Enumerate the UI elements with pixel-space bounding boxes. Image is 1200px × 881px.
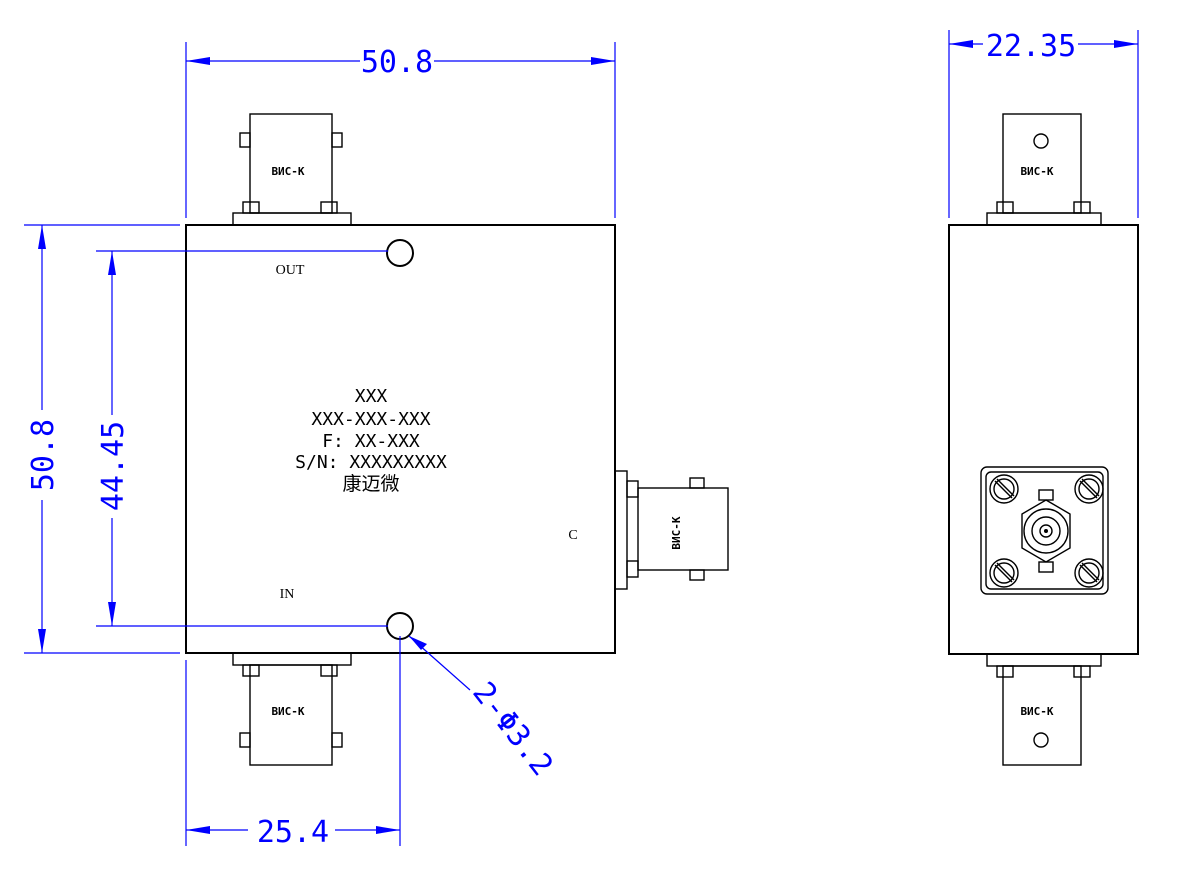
dimension-hole-spacing-text: 44.45 — [96, 421, 131, 511]
connector-right: ВИС-К — [614, 470, 729, 590]
dimension-hole-spacing: 44.45 — [96, 250, 388, 627]
port-label-c: C — [568, 528, 577, 543]
side-connector-top: ВИС-К — [986, 113, 1102, 226]
hole-callout-text: 2-Φ3.2 — [465, 676, 559, 783]
side-view: ВИС-К ВИС-К — [948, 113, 1139, 766]
flange-screw-top-left — [989, 474, 1019, 504]
dimension-bottom-offset-text: 25.4 — [257, 815, 329, 850]
port-label-in: IN — [280, 587, 295, 602]
marking-line-5: 康迈微 — [342, 473, 399, 495]
marking-line-3: F: XX-XXX — [322, 431, 420, 452]
mounting-hole-top — [386, 239, 414, 267]
connector-top-label: ВИС-К — [271, 165, 304, 178]
side-connector-top-label: ВИС-К — [1020, 165, 1053, 178]
dimension-top-width: 50.8 — [185, 42, 616, 218]
dimension-left-height-text: 50.8 — [26, 419, 61, 491]
dimension-side-width: 22.35 — [948, 29, 1139, 218]
dimension-side-width-text: 22.35 — [986, 29, 1076, 64]
sma-flange-connector — [980, 466, 1109, 595]
marking-line-1: XXX — [355, 386, 388, 407]
product-marking: XXX XXX-XXX-XXX F: XX-XXX S/N: XXXXXXXXX… — [295, 386, 447, 495]
mounting-hole-bottom — [386, 612, 414, 640]
hole-callout: 2-Φ3.2 — [408, 635, 560, 783]
flange-screw-top-right — [1074, 474, 1104, 504]
connector-bottom: ВИС-К — [232, 652, 352, 766]
flange-screw-bottom-right — [1074, 558, 1104, 588]
marking-line-4: S/N: XXXXXXXXX — [295, 452, 447, 473]
dimension-top-width-text: 50.8 — [361, 45, 433, 80]
front-view: ВИС-К ВИС-К ВИС-К OUT IN C XXX — [185, 113, 729, 766]
flange-screw-bottom-left — [989, 558, 1019, 588]
side-connector-bottom: ВИС-К — [986, 653, 1102, 766]
connector-bottom-label: ВИС-К — [271, 705, 304, 718]
connector-top: ВИС-К — [232, 113, 352, 226]
port-label-out: OUT — [276, 263, 305, 278]
connector-right-label: ВИС-К — [670, 516, 683, 549]
side-connector-bottom-label: ВИС-К — [1020, 705, 1053, 718]
dimension-left-height: 50.8 — [24, 224, 180, 654]
marking-line-2: XXX-XXX-XXX — [311, 409, 430, 430]
dimension-bottom-offset: 25.4 — [185, 636, 401, 850]
